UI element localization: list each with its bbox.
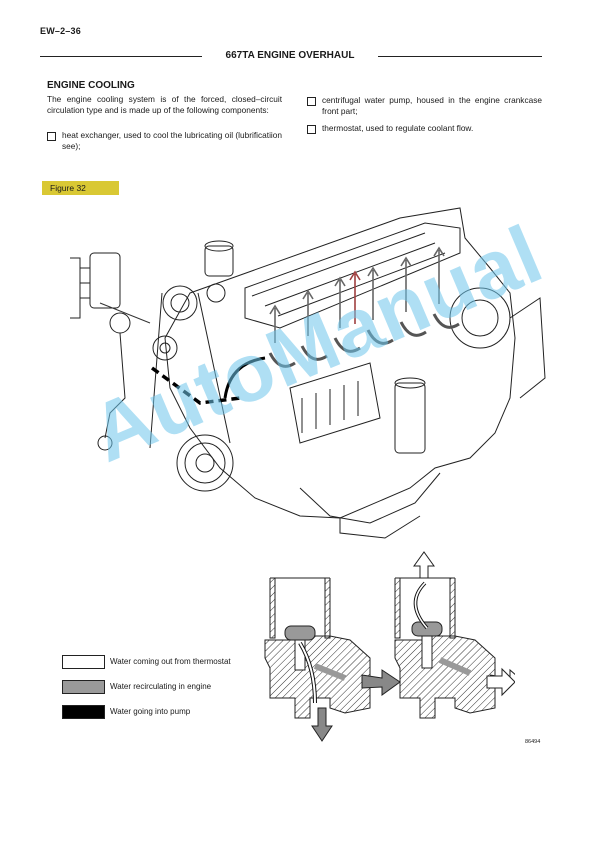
bullet-box-icon — [307, 97, 316, 106]
header-title: 667TA ENGINE OVERHAUL — [225, 50, 355, 61]
bullet-box-icon — [47, 132, 56, 141]
engine-cooling-illustration — [70, 207, 546, 539]
bullet-box-icon — [307, 125, 316, 134]
header-rule-right — [378, 56, 542, 57]
legend-label-into-pump: Water going into pump — [110, 707, 191, 716]
page-code: EW–2–36 — [40, 26, 81, 36]
legend-label-thermostat-out: Water coming out from thermostat — [110, 657, 231, 666]
header-rule-left — [40, 56, 202, 57]
bullet-water-pump: centrifugal water pump, housed in the en… — [322, 95, 542, 116]
figure-code: 86494 — [525, 739, 541, 745]
legend-swatch-recirculating — [62, 680, 105, 694]
figure-label: Figure 32 — [42, 181, 119, 195]
thermostat-open-view — [394, 551, 515, 719]
bullet-thermostat: thermostat, used to regulate coolant flo… — [322, 123, 474, 133]
legend-swatch-into-pump — [62, 705, 105, 719]
legend-swatch-thermostat-out — [62, 655, 105, 669]
legend-label-recirculating: Water recirculating in engine — [110, 682, 212, 691]
thermostat-closed-view — [264, 577, 401, 742]
intro-paragraph: The engine cooling system is of the forc… — [47, 94, 282, 115]
section-title: ENGINE COOLING — [47, 80, 135, 91]
thermostat-detail-illustration — [264, 551, 515, 742]
bullet-heat-exchanger: heat exchanger, used to cool the lubrica… — [62, 130, 282, 151]
